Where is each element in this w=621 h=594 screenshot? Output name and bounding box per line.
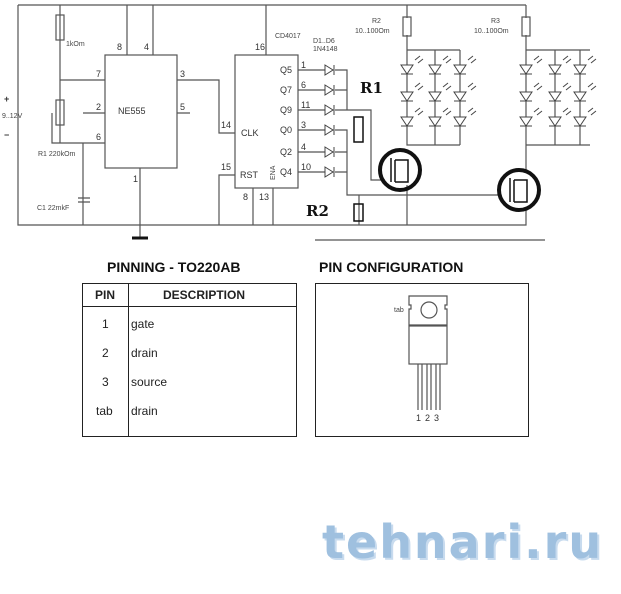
led-icon xyxy=(453,55,477,75)
led-icon xyxy=(453,82,477,102)
output-label: Q9 xyxy=(280,105,292,115)
pin-label: 8 xyxy=(243,192,248,202)
pin-config-title: PIN CONFIGURATION xyxy=(319,259,464,275)
led-icon xyxy=(400,107,424,127)
pin-label: 4 xyxy=(144,42,149,52)
desc-cell: drain xyxy=(131,404,158,418)
r2-value: 10..100Om xyxy=(355,28,390,35)
pin-label: 1 xyxy=(133,174,138,184)
pin-label: 6 xyxy=(301,80,306,90)
pin-label: 1 xyxy=(301,60,306,70)
led-icon xyxy=(548,107,572,127)
header-divider xyxy=(83,306,296,307)
watermark: tehnari.ru xyxy=(322,515,604,569)
pin-label: 6 xyxy=(96,132,101,142)
ena-label: ENA xyxy=(270,165,277,180)
pinning-table: PIN DESCRIPTION 1 gate 2 drain 3 source tab… xyxy=(82,283,297,437)
led-icon xyxy=(400,82,424,102)
led-icon xyxy=(400,55,424,75)
pin-cell: tab xyxy=(96,404,113,418)
pinning-title: PINNING - TO220AB xyxy=(107,259,241,275)
diode-type-label: 1N4148 xyxy=(313,46,338,53)
mosfet-2 xyxy=(497,168,541,212)
lead-label: 3 xyxy=(434,413,439,423)
output-label: Q0 xyxy=(280,125,292,135)
desc-cell: source xyxy=(131,375,168,389)
led-icon xyxy=(428,107,452,127)
pin-config-box xyxy=(315,283,529,437)
lead-label: 1 xyxy=(416,413,421,423)
pin-label: 5 xyxy=(180,102,185,112)
diode-icon xyxy=(324,124,335,136)
pin-label: 7 xyxy=(96,69,101,79)
supply-voltage-label: 9..12V xyxy=(2,113,23,120)
pin-label: 15 xyxy=(221,162,231,172)
pin-label: 4 xyxy=(301,142,306,152)
diode-icon xyxy=(324,104,335,116)
pin-label: 11 xyxy=(301,100,310,110)
led-icon xyxy=(428,55,452,75)
pin-label: 3 xyxy=(301,120,306,130)
output-label: Q2 xyxy=(280,147,292,157)
ne555-chip xyxy=(104,54,178,169)
clk-label: CLK xyxy=(241,128,259,138)
diode-icon xyxy=(324,64,335,76)
leds xyxy=(400,55,597,127)
led-icon xyxy=(548,55,572,75)
column-divider xyxy=(128,284,129,436)
capacitor-c1-label: C1 22mkF xyxy=(37,205,69,212)
ne555-label: NE555 xyxy=(118,106,146,116)
pin-label: 16 xyxy=(255,42,265,52)
diodes-label: D1..D6 xyxy=(313,38,335,45)
output-label: Q7 xyxy=(280,85,292,95)
diodes xyxy=(324,64,335,178)
desc-cell: drain xyxy=(131,346,158,360)
header-pin: PIN xyxy=(95,288,116,302)
to220-package: tab 1 2 3 xyxy=(394,295,448,423)
pin-label: 10 xyxy=(301,162,311,172)
led-icon xyxy=(573,82,597,102)
pin-cell: 3 xyxy=(102,375,109,389)
pin-label: 13 xyxy=(259,192,269,202)
led-icon xyxy=(519,82,543,102)
cd4017-label: CD4017 xyxy=(275,33,301,40)
pot-r1-label: R1 220kOm xyxy=(38,151,76,158)
r1-label: R1 xyxy=(360,79,383,97)
resistor-1k-label: 1kOm xyxy=(66,41,85,48)
diode-icon xyxy=(324,84,335,96)
rst-label: RST xyxy=(240,170,259,180)
desc-cell: gate xyxy=(131,317,155,331)
led-icon xyxy=(453,107,477,127)
r2-name: R2 xyxy=(372,18,381,25)
output-label: Q4 xyxy=(280,167,292,177)
supply-plus-label: + xyxy=(4,94,9,104)
led-icon xyxy=(519,107,543,127)
r3-value: 10..100Om xyxy=(474,28,509,35)
led-icon xyxy=(548,82,572,102)
pin-label: 2 xyxy=(96,102,101,112)
led-icon xyxy=(573,55,597,75)
pin-label: 3 xyxy=(180,69,185,79)
diode-icon xyxy=(324,166,335,178)
output-label: Q5 xyxy=(280,65,292,75)
r2-label: R2 xyxy=(306,202,329,220)
supply-minus-label: − xyxy=(4,130,9,140)
r3-name: R3 xyxy=(491,18,500,25)
mosfet-1 xyxy=(378,148,422,192)
header-description: DESCRIPTION xyxy=(163,288,246,302)
pin-label: 14 xyxy=(221,120,231,130)
tab-label: tab xyxy=(394,307,404,314)
resistors xyxy=(55,14,531,222)
led-icon xyxy=(428,82,452,102)
led-icon xyxy=(573,107,597,127)
led-icon xyxy=(519,55,543,75)
cd4017-chip xyxy=(234,54,299,189)
pin-label: 8 xyxy=(117,42,122,52)
pin-cell: 2 xyxy=(102,346,109,360)
diode-icon xyxy=(324,146,335,158)
pin-cell: 1 xyxy=(102,317,109,331)
lead-label: 2 xyxy=(425,413,430,423)
